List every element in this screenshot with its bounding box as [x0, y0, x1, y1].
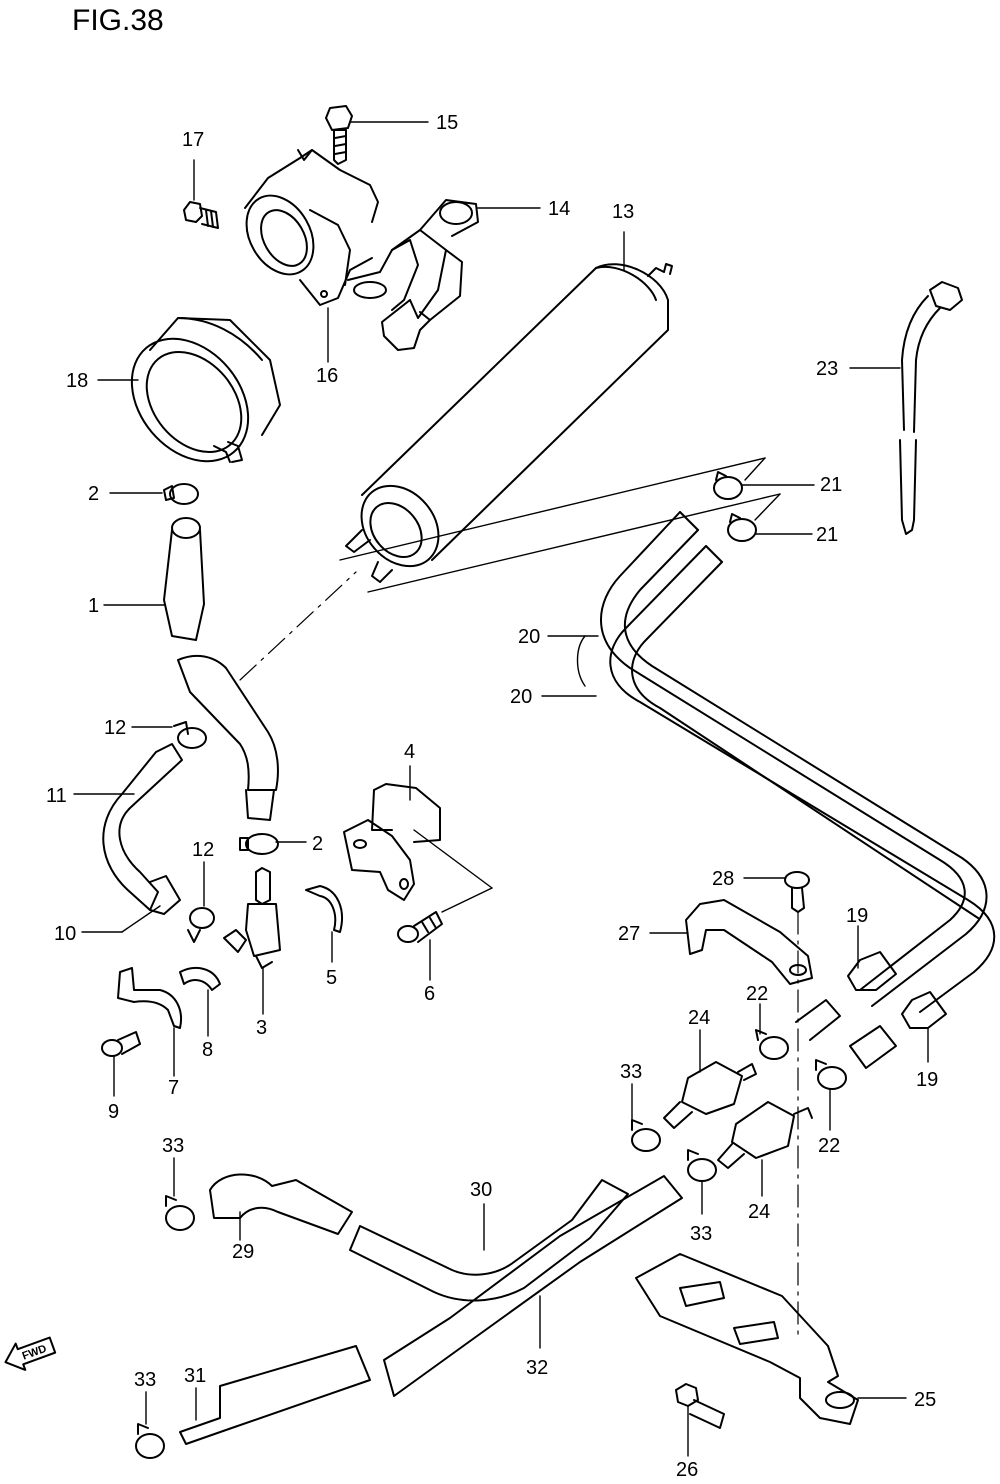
part-20-hoses: [541, 511, 996, 1013]
part-2-clamp-top: [109, 483, 199, 505]
callout-19: 19: [916, 1069, 938, 1091]
callout-32: 32: [526, 1357, 548, 1379]
callout-12: 12: [192, 839, 214, 861]
callout-21: 21: [820, 474, 842, 496]
callout-10: 10: [54, 923, 76, 945]
part-32-hose: [179, 1175, 683, 1445]
callout-16: 16: [316, 365, 338, 387]
callout-11: 11: [46, 785, 67, 807]
callout-12: 12: [104, 717, 126, 739]
part-4-bracket: [343, 765, 493, 913]
callout-33: 33: [620, 1061, 642, 1083]
part-7-bracket: [117, 967, 182, 1077]
part-21-clamps: [713, 471, 815, 542]
callout-5: 5: [326, 967, 337, 989]
part-30-hose: [209, 1173, 629, 1302]
callout-labels: 1 2 2 3 4 5 6 7 8 9 10 11 12 12 13 14 15…: [46, 112, 938, 1481]
part-25-tray: [635, 1253, 907, 1425]
part-3-valve: [223, 867, 281, 1015]
callout-13: 13: [612, 201, 634, 223]
callout-33: 33: [690, 1223, 712, 1245]
callout-28: 28: [712, 868, 734, 890]
fwd-arrow: FWD: [4, 1336, 57, 1371]
part-13-canister: [339, 231, 781, 593]
part-12-clamps: [131, 721, 215, 943]
part-23-strap: [849, 281, 963, 535]
callout-9: 9: [108, 1101, 119, 1123]
part-27-bracket: [649, 899, 813, 985]
part-6-bolt: [397, 911, 443, 981]
callout-20: 20: [510, 686, 532, 708]
callout-1: 1: [88, 595, 99, 617]
callout-18: 18: [66, 370, 88, 392]
callout-15: 15: [436, 112, 458, 134]
callout-23: 23: [816, 358, 838, 380]
part-18-sleeve: [97, 317, 281, 463]
part-26-bolt: [675, 1383, 725, 1457]
part-11-hose: [73, 743, 183, 933]
callout-33: 33: [134, 1369, 156, 1391]
callout-21: 21: [816, 524, 838, 546]
callout-20: 20: [518, 626, 540, 648]
part-15-bolt: [325, 105, 429, 165]
callout-19: 19: [846, 905, 868, 927]
part-19-hose-ends: [847, 925, 947, 1063]
callout-27: 27: [618, 923, 640, 945]
part-1-hose: [103, 517, 205, 641]
callout-24: 24: [688, 1007, 710, 1029]
part-24-filters: [663, 1029, 813, 1197]
part-17-bolt: [183, 159, 219, 229]
callout-6: 6: [424, 983, 435, 1005]
part-bent-hose: [177, 654, 279, 821]
part-22-clamps: [755, 1003, 847, 1131]
part-16-bracket: [244, 149, 479, 363]
callout-7: 7: [168, 1077, 179, 1099]
part-33-clamps: [135, 1083, 717, 1459]
callout-22: 22: [746, 983, 768, 1005]
part-9-bolt: [101, 1031, 141, 1097]
figure-title: FIG.38: [72, 4, 164, 37]
callout-33: 33: [162, 1135, 184, 1157]
callout-29: 29: [232, 1241, 254, 1263]
callout-26: 26: [676, 1459, 698, 1481]
callout-3: 3: [256, 1017, 267, 1039]
callout-31: 31: [184, 1365, 206, 1387]
part-pipe-stubs: [795, 999, 897, 1069]
part-2-clamp-lower: [239, 833, 307, 855]
centerline-1: [239, 571, 357, 681]
callout-22: 22: [818, 1135, 840, 1157]
callout-4: 4: [404, 741, 415, 763]
callout-14: 14: [548, 198, 570, 220]
callout-25: 25: [914, 1389, 936, 1411]
callout-30: 30: [470, 1179, 492, 1201]
part-28-screw: [743, 871, 810, 1341]
callout-17: 17: [182, 129, 204, 151]
callout-24: 24: [748, 1201, 770, 1223]
part-8-clip: [179, 967, 221, 1037]
callout-2: 2: [88, 483, 99, 505]
part-5-clip: [305, 885, 343, 963]
callout-8: 8: [202, 1039, 213, 1061]
callout-2: 2: [312, 833, 323, 855]
